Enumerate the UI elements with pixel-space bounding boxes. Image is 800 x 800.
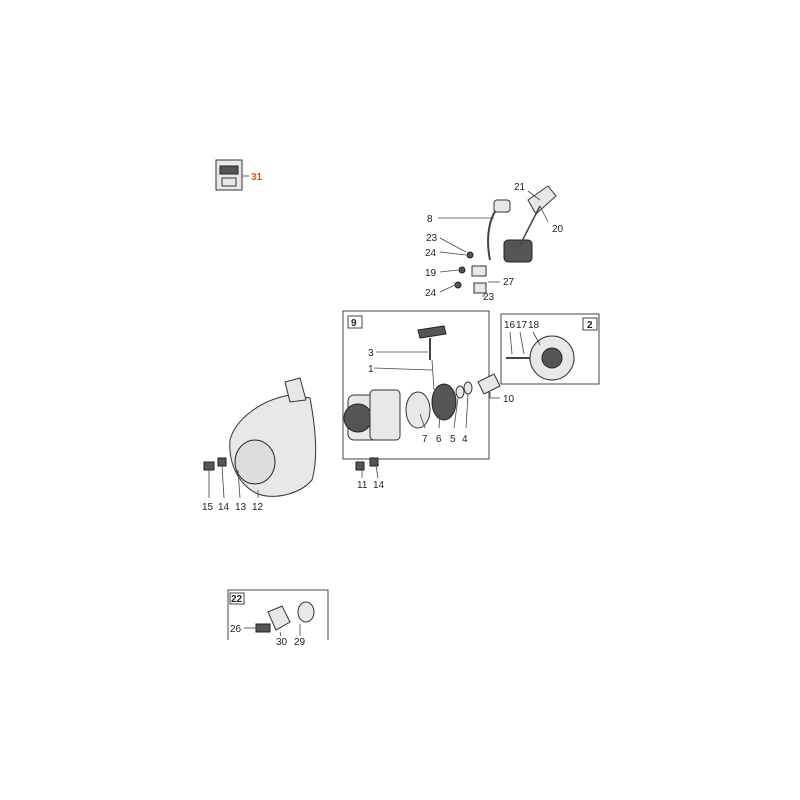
callout-4: 4 bbox=[462, 434, 468, 445]
leader-line bbox=[582, 317, 598, 331]
callout-14-left: 14 bbox=[218, 502, 230, 513]
part-10-sleeve bbox=[477, 373, 501, 395]
part-shape bbox=[477, 373, 501, 395]
part-shape bbox=[527, 185, 557, 215]
callout-15: 15 bbox=[202, 502, 214, 513]
leader-line bbox=[509, 331, 513, 355]
leader-line bbox=[453, 397, 459, 429]
box-22-label: 22 bbox=[231, 594, 243, 605]
part-shape bbox=[219, 165, 239, 175]
part-31-thumbnail bbox=[215, 159, 243, 191]
part-shape bbox=[454, 281, 462, 289]
box-2-frame bbox=[500, 313, 600, 385]
part-shape bbox=[466, 251, 474, 259]
leader-line bbox=[539, 205, 549, 223]
leader-line bbox=[438, 413, 441, 429]
callout-16: 16 bbox=[504, 320, 516, 331]
leader-line bbox=[527, 190, 541, 201]
callout-18: 18 bbox=[528, 320, 540, 331]
leader-line bbox=[431, 359, 435, 391]
leader-line bbox=[439, 237, 467, 253]
part-shape bbox=[493, 199, 511, 213]
leader-line bbox=[419, 413, 426, 429]
callout-23-top: 23 bbox=[426, 233, 438, 244]
box-22-frame bbox=[227, 589, 329, 640]
leader-line bbox=[532, 331, 541, 346]
bolts-11-14 bbox=[355, 457, 379, 471]
part-shape bbox=[343, 403, 373, 433]
leader-line bbox=[439, 251, 467, 256]
callout-26: 26 bbox=[230, 624, 242, 635]
callout-19: 19 bbox=[425, 268, 437, 279]
leader-line bbox=[439, 269, 459, 273]
callout-31: 31 bbox=[251, 172, 263, 183]
callout-6: 6 bbox=[436, 434, 442, 445]
leader-line bbox=[439, 284, 456, 293]
callout-8: 8 bbox=[427, 214, 433, 225]
recoil-starter-parts bbox=[343, 325, 473, 441]
flywheel-parts bbox=[506, 335, 575, 381]
leader-line bbox=[375, 465, 379, 479]
part-shape bbox=[221, 177, 237, 187]
callout-29: 29 bbox=[294, 637, 306, 648]
part-shape bbox=[369, 457, 379, 467]
part-shape bbox=[471, 265, 487, 277]
leader-line bbox=[373, 367, 433, 371]
part-shape bbox=[284, 377, 307, 403]
callout-14-right: 14 bbox=[373, 480, 385, 491]
leader-line bbox=[279, 631, 282, 637]
part-shape bbox=[369, 389, 401, 441]
leader-line bbox=[487, 204, 501, 261]
leader-line bbox=[519, 331, 525, 355]
box-2-label: 2 bbox=[587, 320, 593, 331]
part-shape bbox=[297, 601, 315, 623]
callout-10: 10 bbox=[503, 394, 515, 405]
callout-17: 17 bbox=[516, 320, 528, 331]
callout-24-top: 24 bbox=[425, 248, 437, 259]
part-shape bbox=[455, 385, 465, 399]
part-shape bbox=[463, 381, 473, 395]
part-shape bbox=[541, 347, 563, 369]
fan-housing bbox=[203, 377, 317, 497]
callout-30: 30 bbox=[276, 637, 288, 648]
callout-13: 13 bbox=[235, 502, 247, 513]
callout-11: 11 bbox=[357, 480, 368, 491]
leader-line bbox=[229, 592, 245, 605]
callout-27: 27 bbox=[503, 277, 515, 288]
callout-24-bottom: 24 bbox=[425, 288, 437, 299]
callout-7: 7 bbox=[422, 434, 428, 445]
callout-12: 12 bbox=[252, 502, 264, 513]
part-shape bbox=[473, 282, 487, 294]
part-shape bbox=[255, 623, 271, 633]
callout-3: 3 bbox=[368, 348, 374, 359]
part-shape bbox=[417, 325, 447, 339]
callout-21: 21 bbox=[514, 182, 526, 193]
clutch-parts bbox=[255, 601, 315, 633]
leader-line bbox=[519, 205, 541, 246]
callout-20: 20 bbox=[552, 224, 564, 235]
callout-5: 5 bbox=[450, 434, 456, 445]
ignition-coil-group bbox=[454, 185, 557, 294]
part-shape bbox=[355, 461, 365, 471]
leader-line bbox=[465, 393, 469, 429]
part-shape bbox=[217, 457, 227, 467]
leader-line bbox=[237, 469, 241, 499]
box-9-label: 9 bbox=[351, 318, 357, 329]
part-shape bbox=[503, 239, 533, 263]
part-shape bbox=[405, 391, 431, 429]
part-shape bbox=[431, 383, 457, 421]
part-shape bbox=[203, 461, 215, 471]
callout-1: 1 bbox=[368, 364, 374, 375]
part-shape bbox=[458, 266, 466, 274]
leader-line bbox=[221, 465, 225, 499]
part-shape bbox=[267, 605, 291, 631]
part-shape bbox=[234, 439, 276, 485]
leader-line bbox=[347, 315, 363, 329]
callout-23-bottom: 23 bbox=[483, 292, 495, 303]
